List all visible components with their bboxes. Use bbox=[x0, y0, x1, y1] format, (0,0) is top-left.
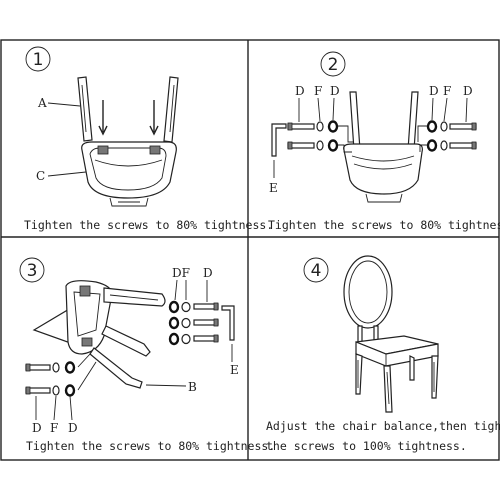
hardware-panel3-row3 bbox=[168, 332, 219, 346]
panel-4: 4 Adjust the chair balance,then tighten … bbox=[266, 255, 500, 453]
back-leg-a-right bbox=[163, 76, 179, 143]
chair-seat bbox=[343, 143, 423, 203]
svg-text:2: 2 bbox=[328, 55, 339, 75]
panel-3: 3 bbox=[19, 257, 275, 453]
hardware-left-row1 bbox=[287, 120, 354, 143]
label-df: DF bbox=[172, 266, 190, 280]
hardware-left-row2 bbox=[287, 139, 352, 153]
label-c: C bbox=[36, 169, 45, 183]
outer-border bbox=[0, 39, 500, 461]
panel-2: 2 bbox=[268, 51, 500, 232]
label-d-top: D bbox=[203, 266, 213, 280]
leader-c bbox=[47, 171, 87, 177]
step-2-instruction: Tighten the screws to 80% tightness. bbox=[268, 218, 500, 232]
step-number-4: 4 bbox=[303, 257, 329, 283]
svg-text:3: 3 bbox=[27, 261, 38, 281]
step-3-instruction: Tighten the screws to 80% tightness. bbox=[26, 439, 275, 453]
hardware-panel3-bottom1 bbox=[25, 361, 76, 374]
chair-seat-c bbox=[81, 141, 177, 207]
hardware-panel3-bottom2 bbox=[25, 384, 76, 397]
chair-on-side bbox=[32, 280, 166, 389]
step-number-3: 3 bbox=[19, 257, 45, 283]
panel-1: 1 A bbox=[24, 46, 273, 232]
svg-text:1: 1 bbox=[33, 50, 44, 70]
hardware-panel3-row2 bbox=[168, 316, 219, 330]
down-arrow-left bbox=[98, 100, 108, 136]
hardware-right-row1 bbox=[417, 120, 477, 142]
label-a: A bbox=[37, 96, 47, 110]
label-f-right: F bbox=[443, 84, 451, 98]
hardware-right-row2 bbox=[419, 139, 477, 152]
assembled-chair bbox=[343, 255, 439, 413]
label-d-left-2: D bbox=[330, 84, 340, 98]
label-e-panel3: E bbox=[230, 363, 239, 377]
label-e: E bbox=[269, 181, 278, 195]
label-d-bottom-left-2: D bbox=[68, 421, 78, 435]
hex-key-e-panel3 bbox=[221, 305, 235, 362]
step-4-instruction-line1: Adjust the chair balance,then tighten bbox=[266, 419, 500, 433]
back-leg-left bbox=[349, 91, 361, 151]
label-d-left: D bbox=[295, 84, 305, 98]
label-f-left: F bbox=[314, 84, 322, 98]
label-f-bottom-left: F bbox=[50, 421, 58, 435]
leader-a bbox=[47, 102, 81, 107]
step-4-instruction-line2: the screws to 100% tightness. bbox=[266, 439, 467, 453]
step-number-2: 2 bbox=[320, 51, 346, 77]
step-1-instruction: Tighten the screws to 80% tightness. bbox=[24, 218, 273, 232]
hex-key-e bbox=[271, 123, 287, 178]
label-b: B bbox=[188, 380, 197, 394]
back-leg-a-left bbox=[77, 76, 93, 142]
step-number-1: 1 bbox=[25, 46, 51, 72]
down-arrow-right bbox=[149, 100, 159, 136]
label-d-bottom-left: D bbox=[32, 421, 42, 435]
label-d-right: D bbox=[429, 84, 439, 98]
back-leg-right bbox=[407, 91, 419, 151]
svg-text:4: 4 bbox=[311, 261, 322, 281]
hardware-panel3-row1 bbox=[168, 300, 219, 314]
label-d-right-2: D bbox=[463, 84, 473, 98]
